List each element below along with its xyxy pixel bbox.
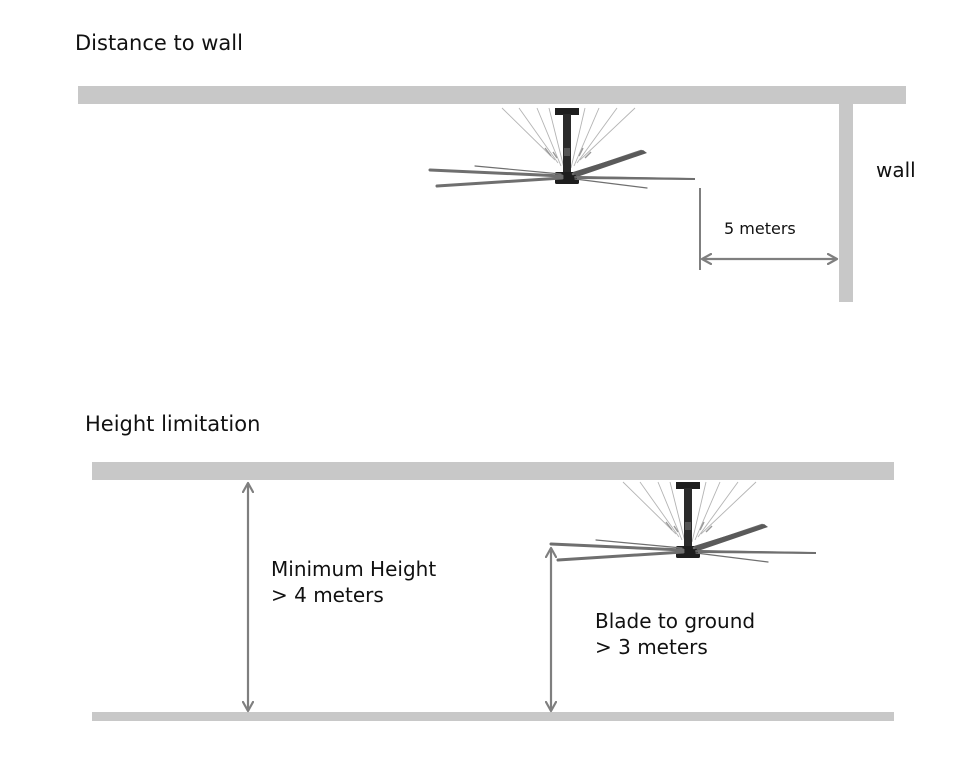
- blade-to-ground-value: > 3 meters: [595, 635, 708, 659]
- minimum-height-value: > 4 meters: [271, 583, 384, 607]
- height-section-title: Height limitation: [85, 412, 261, 436]
- distance-label: 5 meters: [724, 219, 796, 238]
- ceiling-fan-bottom: [549, 480, 818, 564]
- wall-bar: [839, 104, 853, 302]
- ceiling-fan-top: [428, 106, 697, 190]
- ceiling-bar-top: [78, 86, 906, 104]
- distance-section-title: Distance to wall: [75, 31, 243, 55]
- floor-bar: [92, 712, 894, 721]
- blade-to-ground-label: Blade to ground: [595, 609, 756, 633]
- minimum-height-label: Minimum Height: [271, 557, 437, 581]
- ceiling-bar-bottom: [92, 462, 894, 480]
- wall-label: wall: [876, 158, 916, 182]
